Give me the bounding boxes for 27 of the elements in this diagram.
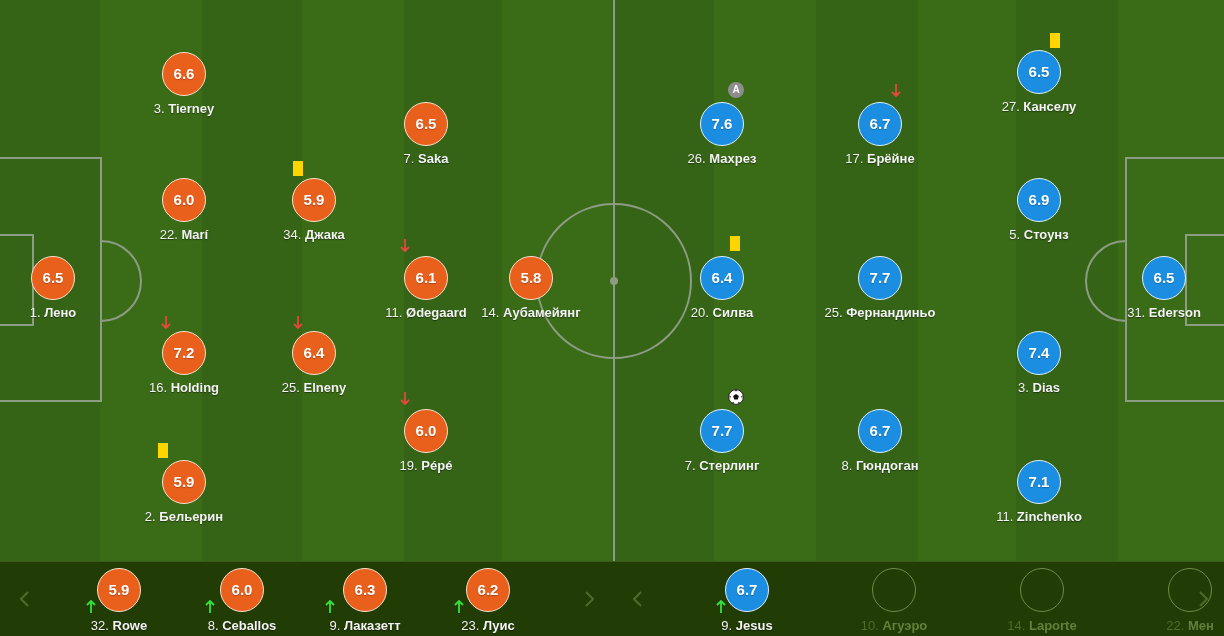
player-name: 14. Аубамейянг xyxy=(481,305,581,320)
player-name: 9. Jesus xyxy=(721,618,773,633)
player-name: 3. Tierney xyxy=(153,101,215,116)
player-name: 25. Фернандиньо xyxy=(824,305,936,320)
player-name: 9. Лаказетт xyxy=(329,618,401,633)
player-name: 11. Zinchenko xyxy=(996,509,1082,524)
player-name: 16. Holding xyxy=(148,380,220,395)
player-name: 8. Гюндоган xyxy=(841,458,919,473)
player-name: 31. Ederson xyxy=(1127,305,1201,320)
player-name: 1. Лено xyxy=(29,305,77,320)
player-name: 32. Rowe xyxy=(90,618,148,633)
player-name: 11. Ødegaard xyxy=(385,305,467,320)
player-name: 3. Dias xyxy=(1018,380,1060,395)
player-name: 8. Ceballos xyxy=(207,618,277,633)
player-name: 7. Saka xyxy=(403,151,449,166)
player-name: 5. Стоунз xyxy=(1009,227,1069,242)
player-name: 2. Бельерин xyxy=(144,509,224,524)
player-name: 20. Силва xyxy=(690,305,754,320)
player-name: 7. Стерлинг xyxy=(684,458,760,473)
player-name: 19. Pépé xyxy=(399,458,453,473)
player-name: 25. Elneny xyxy=(281,380,347,395)
player-name: 22. Marí xyxy=(159,227,209,242)
player-name: 26. Махрез xyxy=(687,151,757,166)
player-name: 27. Канселу xyxy=(1001,99,1077,114)
player-name: 23. Луис xyxy=(461,618,515,633)
player-name: 17. Брёйне xyxy=(845,151,915,166)
player-name: 34. Джака xyxy=(283,227,345,242)
